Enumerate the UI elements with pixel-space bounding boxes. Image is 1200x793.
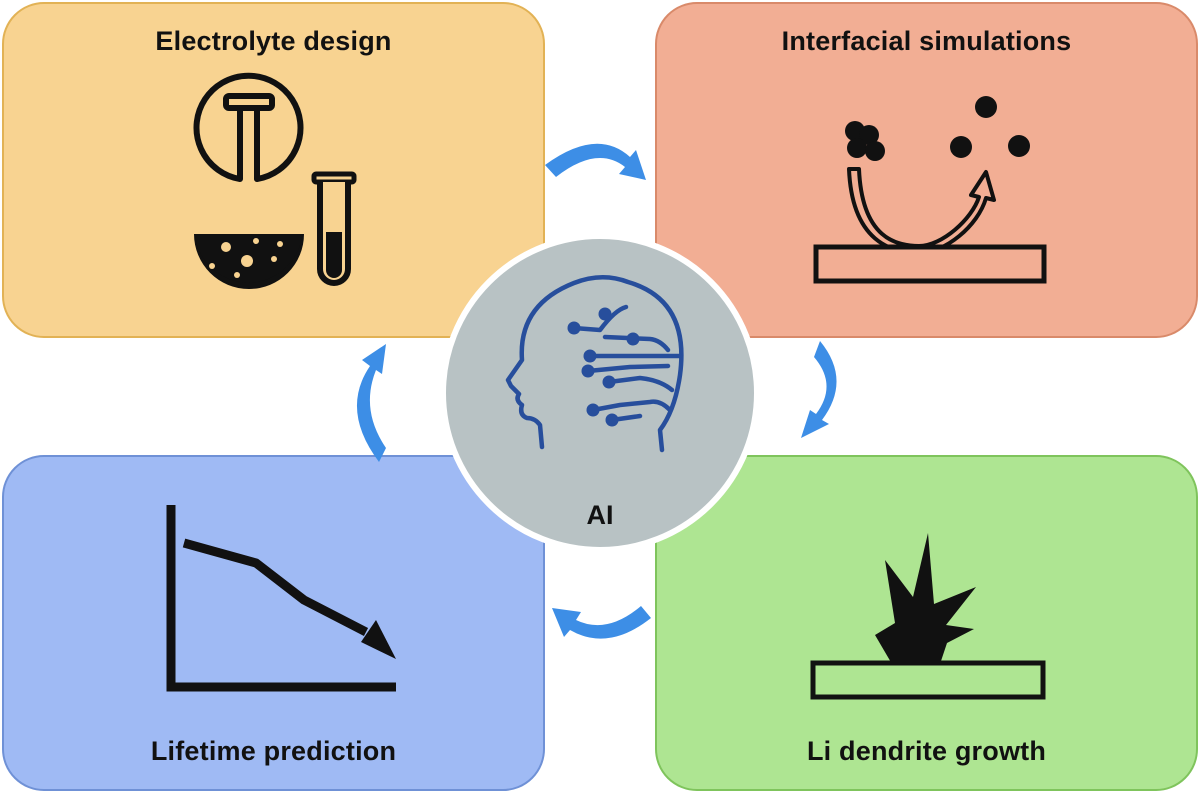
surface-slab-icon xyxy=(813,244,1047,284)
test-tube-icon xyxy=(311,171,357,286)
interfacial-icons xyxy=(813,96,1047,284)
ai-nodes-icon xyxy=(567,307,640,427)
particle-icon xyxy=(950,96,1030,158)
molecule-cluster-icon xyxy=(845,121,885,161)
cycle-arrow-right-icon xyxy=(801,341,837,438)
lifetime-prediction-title: Lifetime prediction xyxy=(150,736,397,766)
lifetime-icons xyxy=(166,505,396,692)
interfacial-simulations-panel: Interfacial simulations xyxy=(655,2,1198,338)
lifetime-prediction-panel: Lifetime prediction xyxy=(2,455,545,791)
li-dendrite-growth-title: Li dendrite growth xyxy=(806,736,1047,766)
cycle-arrow-top-icon xyxy=(545,143,646,180)
ai-head-icon xyxy=(505,275,684,453)
ai-circle xyxy=(440,233,760,553)
dendrite-icons xyxy=(810,533,1046,700)
ai-label: AI xyxy=(586,500,614,530)
cycle-arrow-left-icon xyxy=(356,344,386,462)
round-flask-icon xyxy=(193,72,304,289)
electrolyte-design-title: Electrolyte design xyxy=(155,26,392,56)
interfacial-simulations-title: Interfacial simulations xyxy=(781,26,1072,56)
electrolyte-design-panel: Electrolyte design xyxy=(2,2,545,338)
electrolyte-icons xyxy=(193,72,357,289)
cycle-arrow-bottom-icon xyxy=(552,606,651,639)
electrode-slab-icon xyxy=(810,660,1046,700)
declining-line-graph-icon xyxy=(166,505,396,692)
dendrite-spike-icon xyxy=(875,533,976,664)
li-dendrite-growth-panel: Li dendrite growth xyxy=(655,455,1198,791)
